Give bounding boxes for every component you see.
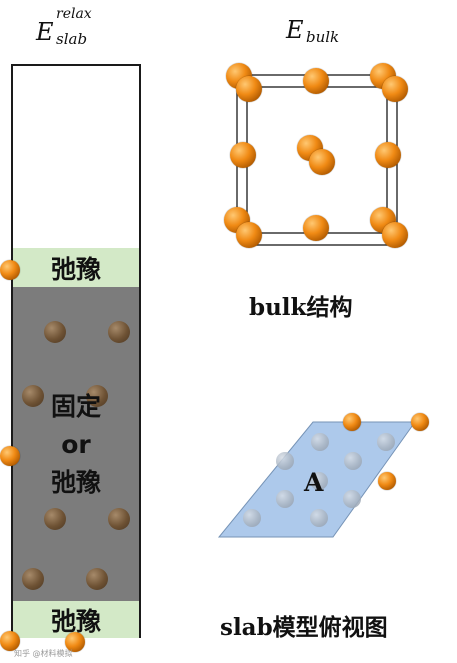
slab-atom xyxy=(22,385,44,407)
bulk-energy-sub: bulk xyxy=(306,28,340,46)
slab-atom xyxy=(0,260,20,280)
slab-energy-sub: slab xyxy=(56,30,88,48)
watermark: 知乎 @材料模拟 xyxy=(14,649,73,658)
bulk-atom xyxy=(303,68,329,94)
bulk-atom xyxy=(309,149,335,175)
surface-atom xyxy=(311,433,329,451)
relax-top-label: 弛豫 xyxy=(50,254,101,284)
slab-atom xyxy=(86,385,108,407)
slab-energy-label: E relax slab xyxy=(36,6,146,54)
bulk-atom xyxy=(236,222,262,248)
slab-atom xyxy=(44,321,66,343)
surface-top-atom xyxy=(411,413,429,431)
bulk-atom xyxy=(236,76,262,102)
relax-band-top: 弛豫 xyxy=(13,248,139,287)
slab-atom xyxy=(65,632,85,652)
bulk-atom xyxy=(382,76,408,102)
surface-atom xyxy=(344,452,362,470)
surface-atom xyxy=(243,509,261,527)
surface-atom xyxy=(310,472,328,490)
slab-atom xyxy=(0,446,20,466)
bulk-energy-base: E xyxy=(286,16,304,44)
fixed-label-line1: 固定 xyxy=(50,392,101,421)
fixed-or-relax-label: 固定 or 弛豫 xyxy=(13,388,139,502)
slab-atom xyxy=(108,321,130,343)
bulk-atom xyxy=(382,222,408,248)
bulk-energy-label: E bulk xyxy=(286,14,376,54)
relax-bottom-label: 弛豫 xyxy=(50,606,101,636)
bulk-atom xyxy=(303,215,329,241)
adsorption-site-label: A xyxy=(304,468,324,497)
surface-top-atom xyxy=(378,472,396,490)
slab-energy-base: E xyxy=(36,18,54,46)
top-view-caption: slab模型俯视图 xyxy=(220,614,388,641)
bulk-atom xyxy=(230,142,256,168)
surface-atom xyxy=(276,490,294,508)
slab-atom xyxy=(22,568,44,590)
surface-atom xyxy=(276,452,294,470)
slab-atom xyxy=(0,631,20,651)
fixed-label-line3: 弛豫 xyxy=(50,468,101,497)
surface-top-atom xyxy=(343,413,361,431)
slab-atom xyxy=(86,568,108,590)
slab-atom xyxy=(108,508,130,530)
slab-energy-sup: relax xyxy=(56,6,92,22)
surface-atom xyxy=(377,433,395,451)
fixed-label-line2: or xyxy=(61,430,91,459)
bulk-atom xyxy=(375,142,401,168)
bulk-structure-caption: bulk结构 xyxy=(249,294,353,321)
surface-atom xyxy=(310,509,328,527)
relax-band-bottom: 弛豫 xyxy=(13,601,139,638)
surface-atom xyxy=(343,490,361,508)
slab-atom xyxy=(44,508,66,530)
